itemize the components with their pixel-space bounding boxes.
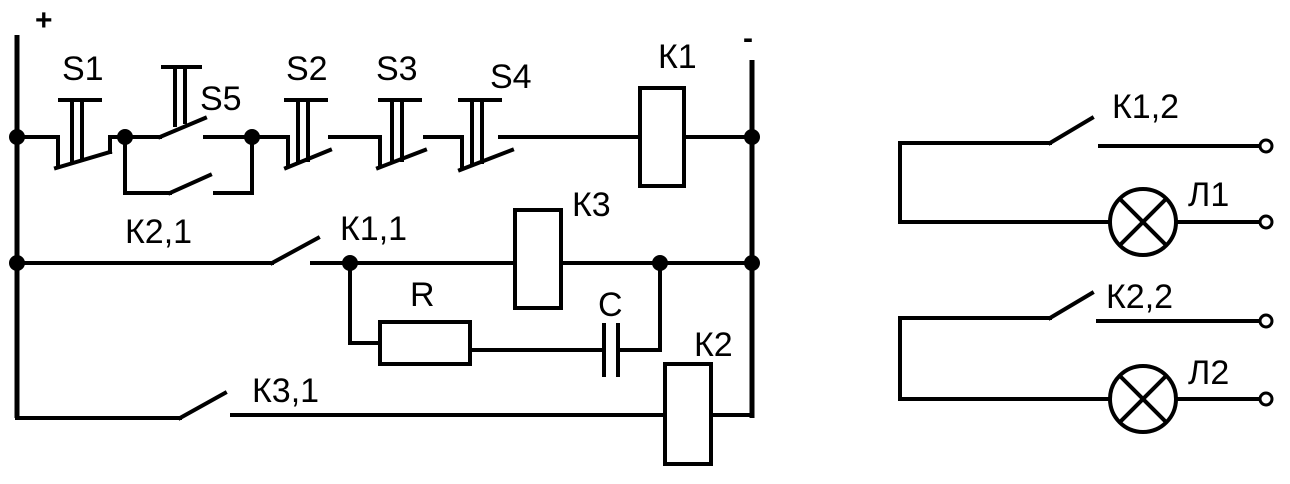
- contact-k1-2: К1,2: [1047, 88, 1179, 146]
- k1-2-label: К1,2: [1112, 88, 1179, 126]
- terminal-k1-2: [1258, 138, 1274, 154]
- s4-label: S4: [490, 58, 532, 96]
- minus-label: -: [743, 22, 753, 55]
- coil-k1: К1: [638, 38, 697, 188]
- k3-label: К3: [572, 186, 611, 224]
- capacitor-c: C: [598, 286, 623, 377]
- s1-label: S1: [62, 50, 104, 88]
- contact-k2-1: К2,1: [123, 135, 254, 251]
- l1-label: Л1: [1188, 176, 1229, 214]
- terminal-l2: [1258, 391, 1274, 407]
- k2-label: К2: [694, 326, 733, 364]
- k2-1-label: К2,1: [125, 213, 192, 251]
- plus-label: +: [35, 4, 53, 37]
- lamp-l1: Л1: [1108, 176, 1229, 257]
- lamp-circuit-1: К1,2 Л1: [898, 88, 1274, 257]
- lamp-l2: Л2: [1108, 354, 1229, 434]
- s3-label: S3: [376, 50, 418, 88]
- lamp-circuit-2: К2,2 Л2: [898, 278, 1274, 434]
- switch-s3: S3: [375, 50, 428, 171]
- terminal-l1: [1258, 214, 1274, 230]
- row2-circuit: К1,1 К3 R C: [9, 186, 760, 377]
- coil-k2: К2: [663, 326, 733, 466]
- k1-1-label: К1,1: [340, 210, 407, 248]
- l2-label: Л2: [1188, 354, 1229, 392]
- s5-label: S5: [200, 80, 242, 118]
- coil-k3: К3: [513, 186, 611, 310]
- r-label: R: [410, 276, 435, 314]
- switch-s5: S5: [157, 65, 254, 140]
- s2-label: S2: [286, 50, 328, 88]
- contact-k3-1: К3,1: [177, 372, 319, 421]
- resistor-r: R: [378, 276, 472, 366]
- c-label: C: [598, 286, 623, 324]
- row3-circuit: К3,1 К2: [15, 326, 754, 466]
- terminal-k2-2: [1258, 313, 1274, 329]
- switch-s1: S1: [53, 50, 113, 171]
- switch-s2: S2: [250, 50, 333, 171]
- contact-k2-2: К2,2: [1047, 278, 1173, 321]
- k3-1-label: К3,1: [252, 372, 319, 410]
- switch-s4: S4: [457, 58, 532, 173]
- contact-k1-1: К1,1: [269, 210, 407, 266]
- row1-circuit: S1 S5 К2,1 S2: [9, 38, 760, 251]
- k2-2-label: К2,2: [1106, 278, 1173, 316]
- k1-label: К1: [658, 38, 697, 76]
